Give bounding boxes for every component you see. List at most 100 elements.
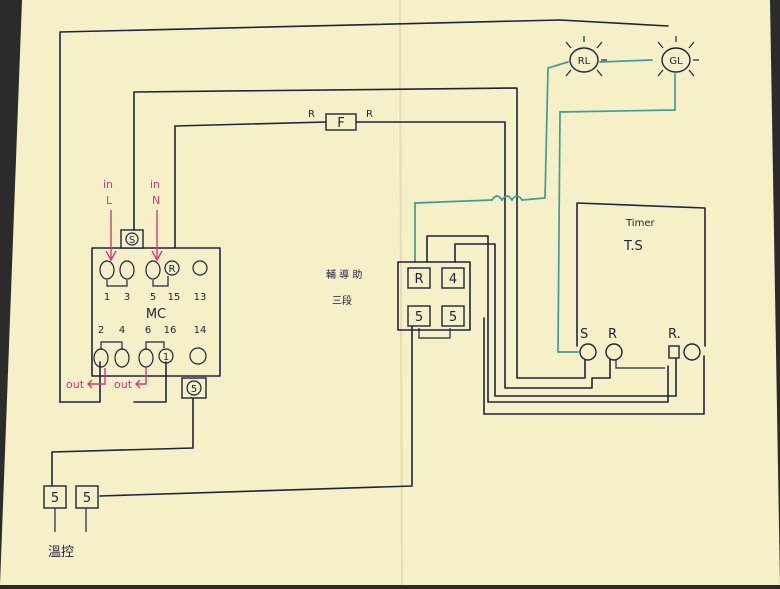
- lamp-gl-circle: [661, 47, 691, 73]
- aux-label-line1: 輔 導 助: [326, 268, 362, 281]
- wire-top-outer: [59, 19, 669, 403]
- mc-terminal-13: [192, 260, 208, 276]
- mc-terminal-1-label: 1: [163, 352, 169, 363]
- wire-to-rl: [521, 61, 569, 201]
- wire-rl-to-gl: [599, 59, 653, 63]
- aux-cell-5b: [441, 305, 465, 327]
- in-n-label-2: N: [152, 194, 160, 207]
- wire-timer-right: [483, 355, 705, 415]
- lamp-gl-label: GL: [669, 56, 683, 67]
- out-left-label: out: [66, 378, 85, 391]
- mc-lower-5-box: [181, 377, 207, 399]
- aux-cell-5a: [407, 305, 431, 327]
- mc-top-num-3: 3: [124, 292, 130, 303]
- mc-bottom-num-6: 6: [145, 325, 151, 336]
- aux-relay: 輔 導 助 三段 R 4 5 5: [326, 261, 471, 331]
- mc-terminal-14: [189, 347, 207, 365]
- lamp-rl-rays: [565, 36, 607, 77]
- wire-s-to-timer: [133, 87, 586, 379]
- mc-top-num-1: 1: [104, 292, 110, 303]
- fuse-label: F: [337, 116, 344, 131]
- wire-fuse-left: [174, 121, 327, 249]
- out-left-arrow: [87, 368, 106, 389]
- out-right-label: out: [114, 378, 133, 391]
- mc-terminal-1: [99, 260, 115, 280]
- mc-bottom-num-16: 16: [164, 325, 177, 336]
- lamp-rl: RL: [565, 36, 607, 77]
- fuse-body: [325, 113, 357, 131]
- thermo-label: 溫控: [48, 545, 74, 560]
- mc-s-label: S: [129, 235, 135, 246]
- mc-terminal-4: [114, 348, 130, 368]
- aux-box: [397, 261, 471, 331]
- timer-terminal-r-label: R: [608, 327, 617, 342]
- in-l-arrow: [105, 210, 117, 262]
- out-right-arrow: [135, 368, 147, 389]
- mc-link-1-3: [106, 280, 128, 287]
- fuse-right-label: R: [366, 109, 373, 120]
- paper-fold: [399, 0, 403, 586]
- thermostat: 5 5 溫控: [43, 485, 99, 560]
- wire-aux-4-to-timer: [454, 243, 677, 397]
- aux-cell-r: [407, 267, 431, 289]
- thermo-terminal-right-label: 5: [83, 491, 91, 506]
- mc-bottom-num-2: 2: [98, 325, 104, 336]
- aux-cell-5b-label: 5: [449, 310, 457, 325]
- mc-top-num-15: 15: [168, 292, 181, 303]
- mc-s-box: [120, 229, 144, 249]
- mc-terminal-15: [164, 260, 180, 276]
- mc-top-num-5: 5: [150, 292, 156, 303]
- timer-subtitle: T.S: [623, 239, 643, 254]
- fuse-left-label: R: [308, 109, 315, 120]
- timer: Timer T.S S R R.: [576, 202, 706, 361]
- mc-top-num-13: 13: [194, 292, 207, 303]
- mc-annotations: in L in N out out: [66, 178, 163, 391]
- lamp-gl: GL: [657, 36, 699, 77]
- mc-contactor: S R 1 3 5 15 13 MC 2 4 6 16 14 1 5: [91, 229, 221, 399]
- mc-label: MC: [146, 307, 166, 322]
- fuse: F R R: [308, 109, 373, 131]
- thermo-terminal-left-label: 5: [51, 491, 59, 506]
- lamp-rl-label: RL: [578, 56, 591, 67]
- timer-terminal-4: [683, 343, 701, 361]
- mc-lower-5-label: 5: [191, 384, 197, 395]
- timer-terminal-r2-label: R.: [668, 327, 681, 342]
- mc-s-circle: [125, 232, 139, 246]
- timer-terminal-2: [605, 343, 623, 361]
- aux-cell-4-label: 4: [449, 272, 457, 287]
- mc-link-2-4: [100, 341, 123, 350]
- in-n-label-1: in: [150, 178, 160, 191]
- aux-label-line2: 三段: [332, 294, 352, 307]
- wire-thermo-to-aux: [99, 309, 413, 497]
- mc-terminal-16: [158, 348, 174, 364]
- ink-wires: [51, 19, 705, 532]
- wire-fuse-right: [355, 121, 611, 389]
- mc-terminal-6: [138, 348, 154, 368]
- timer-title: Timer: [625, 218, 655, 229]
- in-n-arrow: [151, 210, 163, 262]
- timer-link: [615, 358, 665, 369]
- in-l-label-1: in: [103, 178, 113, 191]
- aux-bridge: [418, 328, 451, 339]
- lamp-rl-circle: [569, 47, 599, 73]
- wire-crossover: [491, 195, 523, 202]
- thermo-terminal-right: [75, 485, 99, 509]
- mc-link-6-16: [145, 341, 165, 350]
- mc-r-label: R: [169, 264, 176, 275]
- aux-cell-5a-label: 5: [415, 310, 423, 325]
- mc-terminal-3: [119, 260, 135, 280]
- timer-terminal-s-label: S: [580, 327, 588, 342]
- timer-box: [576, 202, 706, 347]
- thermo-terminal-left: [43, 485, 67, 509]
- mc-link-5-15: [152, 276, 169, 287]
- in-l-label-2: L: [106, 194, 113, 207]
- aux-cell-r-label: R: [414, 272, 423, 287]
- teal-wires: [414, 59, 676, 353]
- wire-mc5-to-thermo: [51, 397, 194, 486]
- aux-cell-4: [441, 267, 465, 289]
- mc-terminal-2: [93, 348, 109, 368]
- wire-aux-to-lamps: [414, 199, 493, 263]
